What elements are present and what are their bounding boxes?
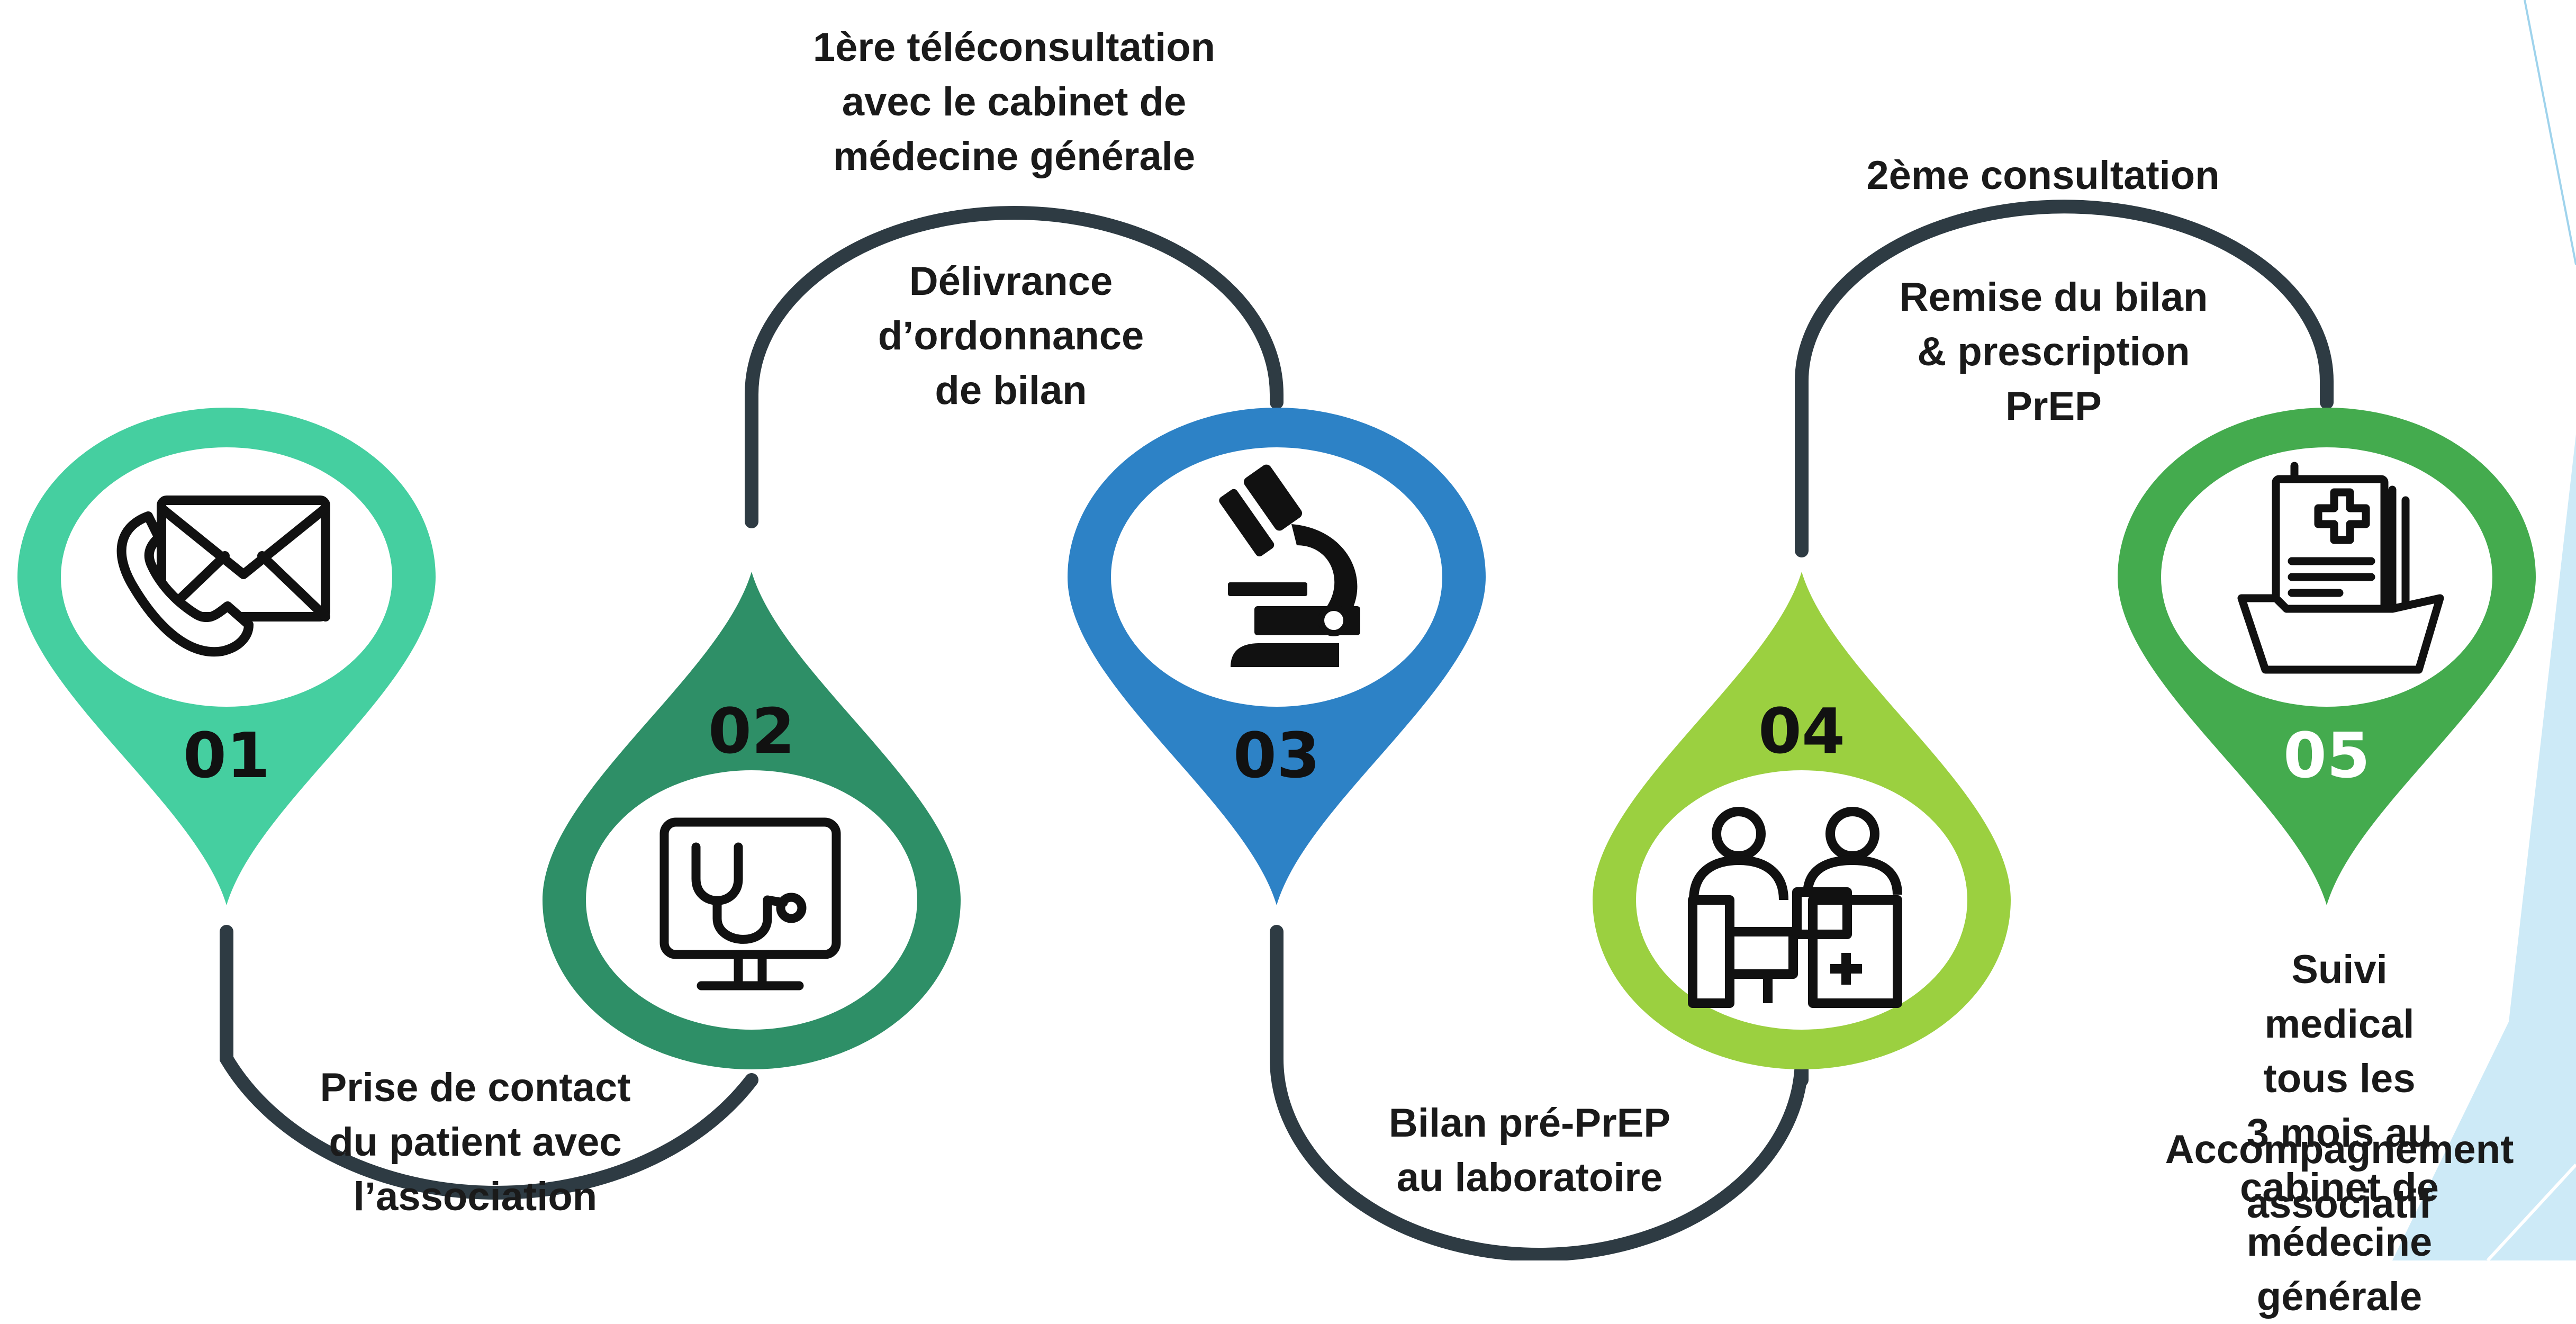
connector-lines (220, 200, 2334, 1262)
step-number-04: 04 (1758, 695, 1845, 768)
corner-accent-line (2486, 1163, 2576, 1262)
diagram-canvas: 01 02 03 04 05 (17, 0, 2576, 1262)
step-2-description: Délivrance d’ordonnance de bilan (878, 259, 1144, 413)
step-1-description: Prise de contact du patient avec l’assoc… (320, 1065, 631, 1219)
connector-arc-1-2 (220, 925, 758, 1200)
pin-02-icon-area (586, 770, 917, 1030)
medical-folder-icon (2237, 462, 2444, 674)
step-2-heading: 1ère téléconsultation avec le cabinet de… (812, 25, 1216, 179)
monitor-stethoscope-icon (659, 817, 841, 990)
envelope-phone-icon (116, 496, 330, 657)
pin-03-icon-area (1111, 447, 1442, 707)
prep-pathway-diagram: 01 02 03 04 05 Prise de contact du patie… (17, 0, 2576, 1319)
step-4-heading: 2ème consultation (1866, 153, 2220, 198)
corner-accent-line (2524, 0, 2576, 265)
corner-accent-shape (2392, 0, 2576, 1260)
step-4-description: Remise du bilan & prescription PrEP (1899, 275, 2208, 429)
pins (17, 408, 2536, 1069)
connector-arc-4-5 (1795, 200, 2334, 557)
microscope-icon (1219, 464, 1360, 667)
doctor-patient-desk-icon (1688, 807, 1902, 1008)
step-number-05: 05 (2283, 719, 2370, 792)
connector-arc-3-4 (1270, 925, 1809, 1262)
step-number-03: 03 (1233, 719, 1320, 792)
step-5-description-extra: Accompagnement associatif (2165, 1127, 2514, 1227)
step-3-description: Bilan pré-PrEP au laboratoire (1388, 1101, 1671, 1200)
step-number-01: 01 (183, 719, 270, 792)
connector-arc-2-3 (745, 206, 1284, 528)
step-number-02: 02 (708, 695, 795, 768)
